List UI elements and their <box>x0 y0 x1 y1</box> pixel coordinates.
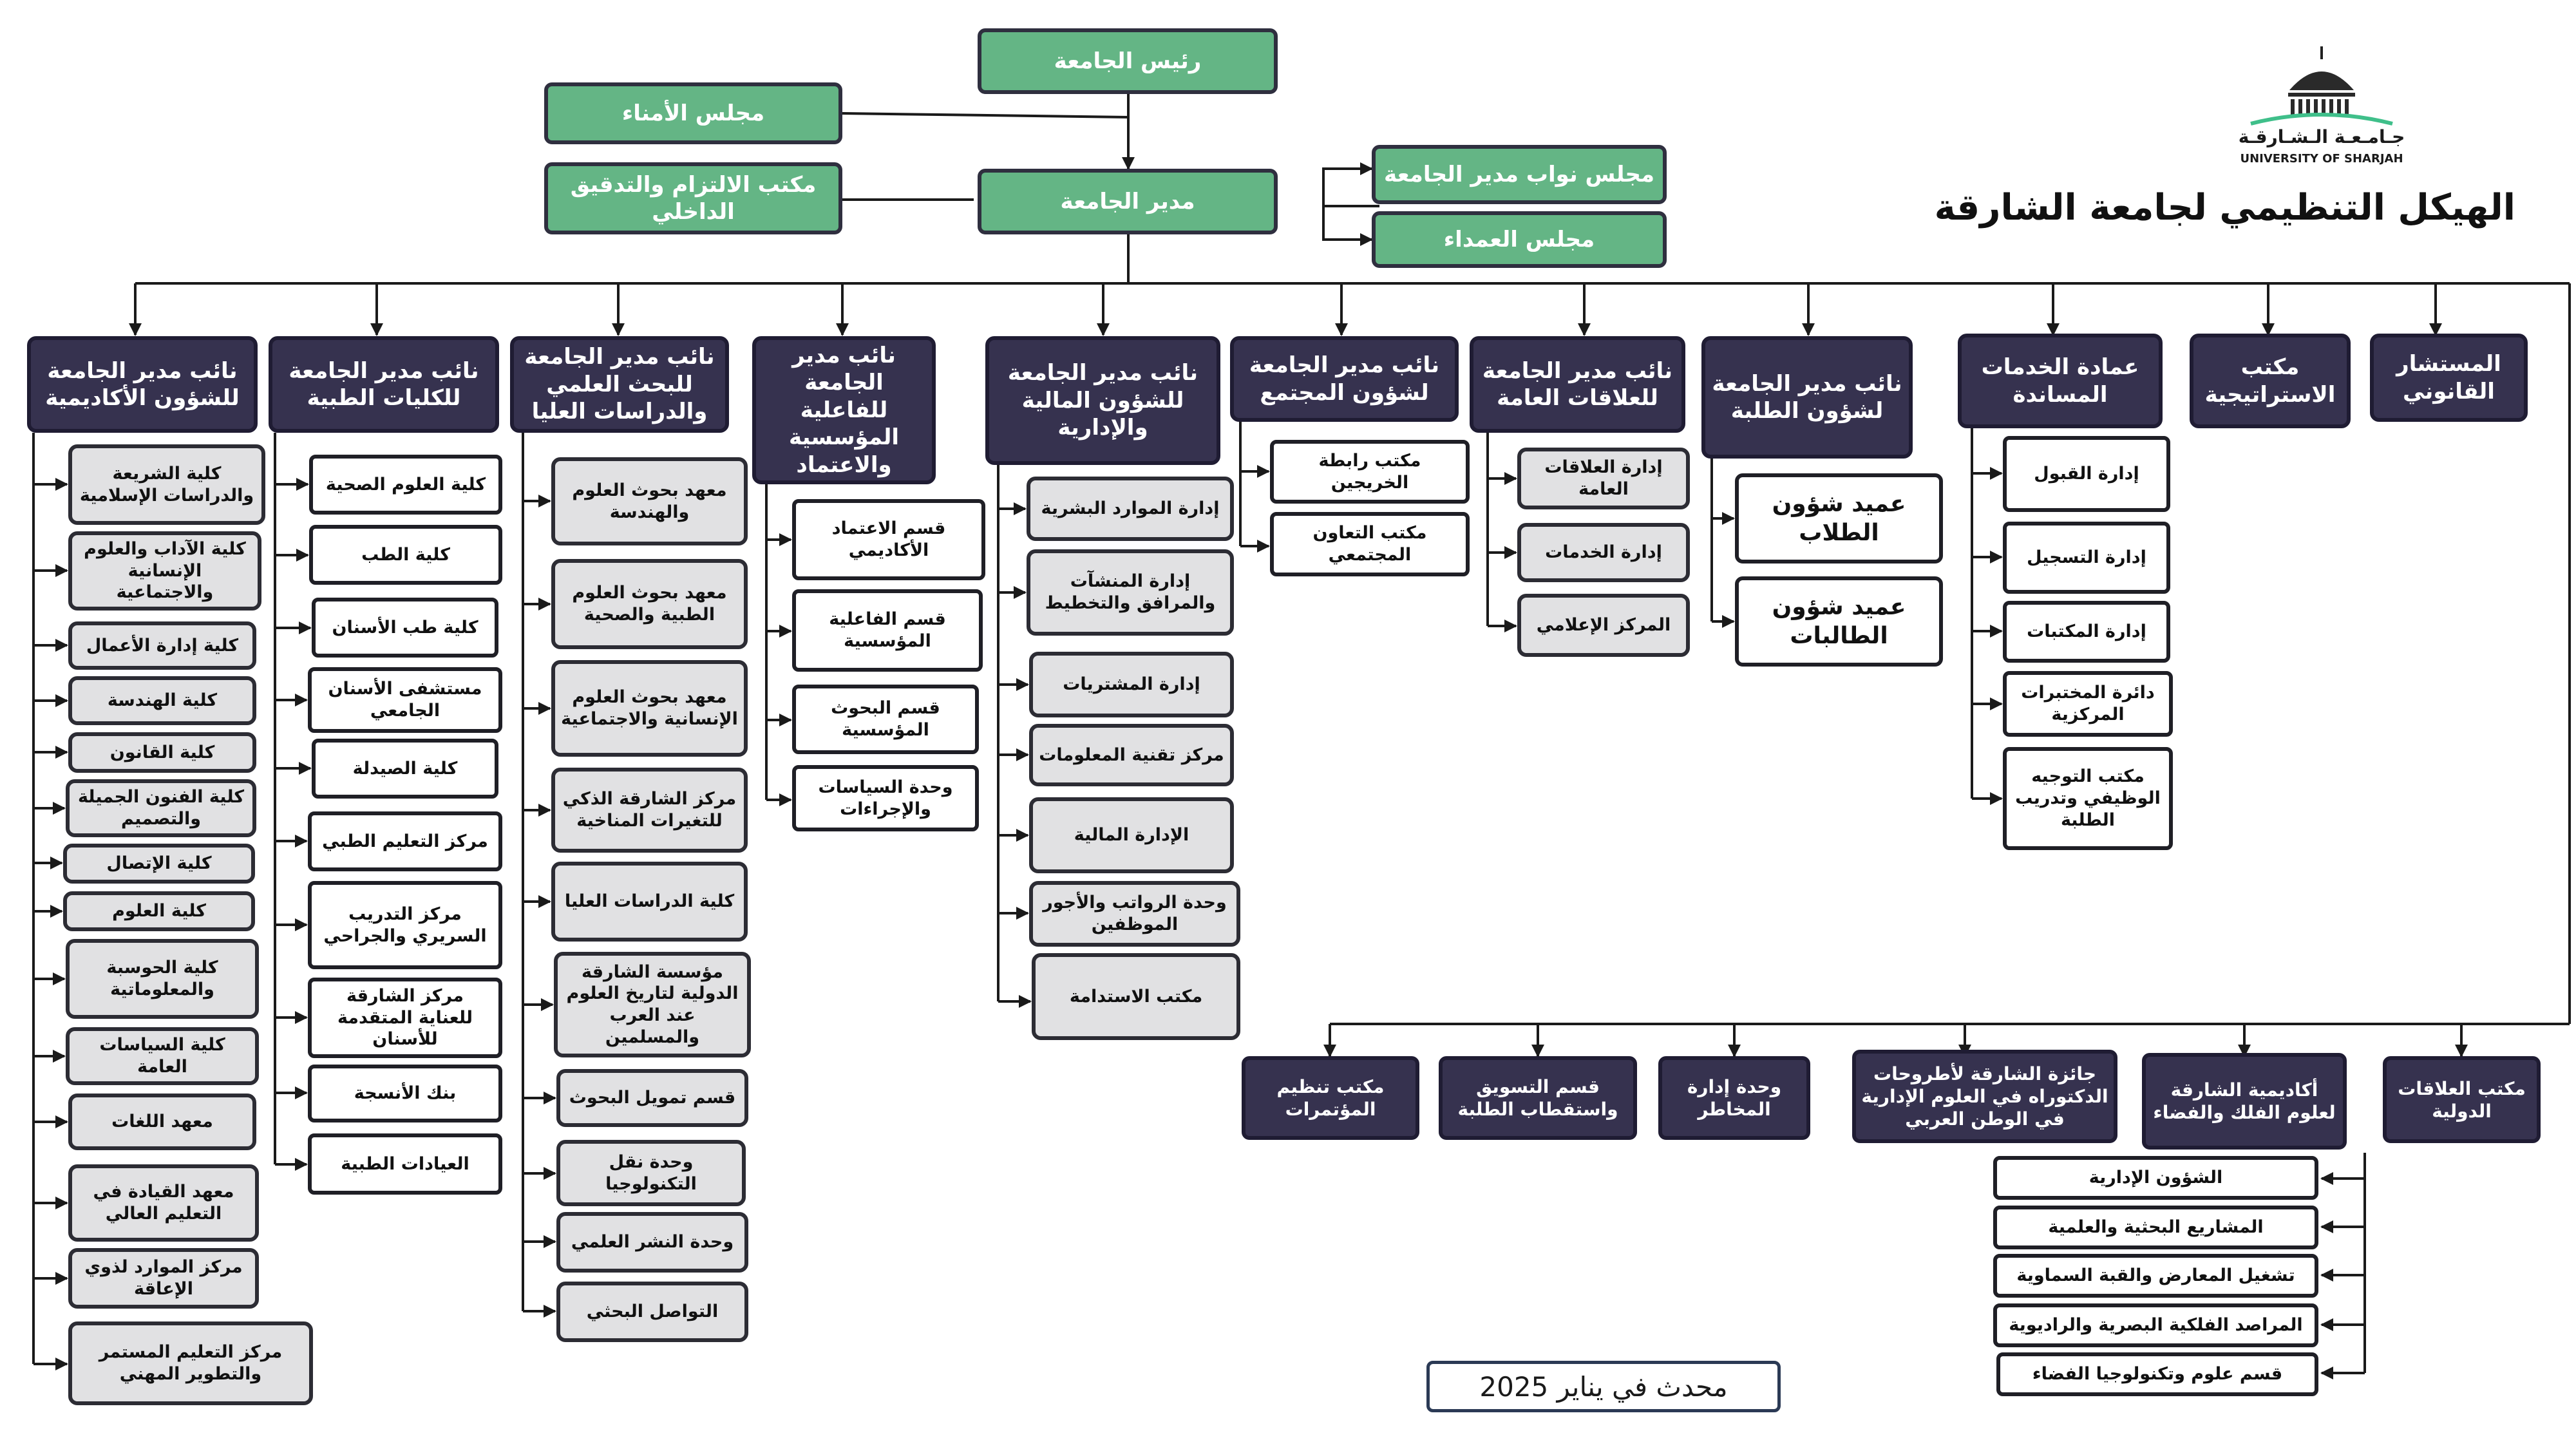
academic-item: مركز التعليم المستمر والتطوير المهني <box>68 1321 313 1405</box>
logo-arabic-name: جـامـعـة الـشـارقـة <box>2238 126 2405 147</box>
president-box: رئيس الجامعة <box>978 28 1278 94</box>
academic-item: معهد اللغات <box>68 1094 256 1150</box>
academic-item: كلية الإتصال <box>63 844 255 884</box>
compliance-office-box: مكتب الالتزام والتدقيق الداخلي <box>544 162 842 234</box>
academy-item: قسم علوم وتكنولوجيا الفضاء <box>1996 1352 2318 1396</box>
finance-item: وحدة الرواتب والأجور الموظفين <box>1029 881 1240 947</box>
academic-item: كلية الآداب والعلوم الإنسانية والاجتماعي… <box>68 531 261 611</box>
dome-logo-icon <box>2250 46 2393 126</box>
finance-item: مركز تقنية المعلومات <box>1029 724 1234 786</box>
university-logo: جـامـعـة الـشـارقـة UNIVERSITY OF SHARJA… <box>2225 44 2418 173</box>
bottom-unit: جائزة الشارقة لأطروحات الدكتوراه في العل… <box>1852 1050 2117 1143</box>
medical-item: بنك الأنسجة <box>308 1065 502 1122</box>
effectiveness-item: قسم الفاعلية المؤسسية <box>792 589 983 672</box>
effectiveness-head: نائب مدير الجامعة للفاعلية المؤسسية والا… <box>752 336 936 484</box>
finance-item: إدارة الموارد البشرية <box>1027 477 1234 541</box>
trustees-box: مجلس الأمناء <box>544 82 842 144</box>
relations-item: إدارة الخدمات <box>1517 523 1690 582</box>
updated-date-label: محدث في يناير 2025 <box>1426 1361 1781 1412</box>
academy-item: تشغيل المعارض والقبة السماوية <box>1993 1254 2318 1298</box>
academic-item: كلية الشريعة والدراسات الإسلامية <box>68 444 265 525</box>
support-item: إدارة القبول <box>2003 436 2170 512</box>
academy-item: الشؤون الإدارية <box>1993 1156 2318 1200</box>
medical-item: كلية الطب <box>309 525 502 585</box>
strategy-office-head: مكتب الاستراتيجية <box>2190 334 2351 428</box>
legal-advisor-head: المستشار القانوني <box>2370 334 2528 422</box>
community-item: مكتب التعاون المجتمعي <box>1270 512 1470 576</box>
academic-item: كلية السياسات العامة <box>66 1027 259 1085</box>
community-head: نائب مدير الجامعة لشؤون المجتمع <box>1230 336 1459 422</box>
public-relations-head: نائب مدير الجامعة للعلاقات العامة <box>1470 336 1685 433</box>
academy-item: المراصد الفلكية البصرية والراديوية <box>1993 1303 2318 1347</box>
bottom-unit: وحدة إدارة المخاطر <box>1658 1056 1810 1140</box>
bottom-unit: أكاديمية الشارقة لعلوم الفلك والفضاء <box>2142 1053 2347 1150</box>
medical-item: كلية طب الأسنان <box>312 598 498 658</box>
academic-item: معهد القيادة في التعليم العالي <box>68 1164 259 1242</box>
finance-item: إدارة المنشآت والمرافق والتخطيط <box>1027 549 1234 636</box>
support-item: مكتب التوجيه الوظيفي وتدريب الطلبة <box>2003 747 2173 850</box>
effectiveness-item: وحدة السياسات والإجراءات <box>792 765 979 831</box>
research-item: قسم تمويل البحوث <box>556 1069 748 1127</box>
medical-item: كلية العلوم الصحية <box>309 455 502 515</box>
academic-item: كلية العلوم <box>63 891 255 931</box>
academy-item: المشاريع البحثية والعلمية <box>1993 1206 2318 1249</box>
chancellor-box: مدير الجامعة <box>978 169 1278 234</box>
research-item: وحدة النشر العلمي <box>556 1212 748 1273</box>
chart-title: الهيكل التنظيمي لجامعة الشارقة <box>1934 187 2515 229</box>
academic-item: كلية الهندسة <box>68 676 256 725</box>
bottom-unit: قسم التسويق واستقطاب الطلبة <box>1439 1056 1637 1140</box>
effectiveness-item: قسم الاعتماد الأكاديمي <box>792 499 985 580</box>
academic-item: كلية الفنون الجميلة والتصميم <box>66 779 256 837</box>
medical-item: كلية الصيدلة <box>312 739 498 799</box>
support-services-head: عمادة الخدمات المساندة <box>1958 334 2163 428</box>
support-item: إدارة التسجيل <box>2003 522 2170 594</box>
medical-item: مركز التدريب السريري والجراحي <box>308 881 502 969</box>
effectiveness-item: قسم البحوث المؤسسية <box>792 685 979 754</box>
student-affairs-head: نائب مدير الجامعة لشؤون الطلبة <box>1701 336 1913 459</box>
support-item: دائرة المختبرات المركزية <box>2003 671 2173 737</box>
medical-item: مركز الشارقة للعناية المتقدمة للأسنان <box>308 978 502 1058</box>
academic-item: كلية إدارة الأعمال <box>68 621 256 670</box>
medical-item: مركز التعليم الطبي <box>308 811 502 871</box>
students-item: عميد شؤون الطالبات <box>1735 576 1943 667</box>
finance-item: مكتب الاستدامة <box>1032 953 1240 1040</box>
medical-colleges-head: نائب مدير الجامعة للكليات الطبية <box>269 336 499 433</box>
research-item: مؤسسة الشارقة الدولية لتاريخ العلوم عند … <box>554 952 751 1057</box>
academic-item: مركز الموارد لذوي الإعاقة <box>68 1248 259 1309</box>
medical-item: العيادات الطبية <box>308 1133 502 1195</box>
students-item: عميد شؤون الطلاب <box>1735 473 1943 564</box>
relations-item: المركز الإعلامي <box>1517 594 1690 657</box>
bottom-unit: مكتب تنظيم المؤتمرات <box>1242 1056 1419 1140</box>
community-item: مكتب رابطة الخريجين <box>1270 440 1470 504</box>
academic-affairs-head: نائب مدير الجامعة للشؤون الأكاديمية <box>27 336 258 433</box>
deans-council-box: مجلس العمداء <box>1372 211 1667 268</box>
research-item: معهد بحوث العلوم والهندسة <box>551 457 748 545</box>
medical-item: مستشفى الأسنان الجامعي <box>308 667 502 733</box>
vice-chancellors-council-box: مجلس نواب مدير الجامعة <box>1372 145 1667 204</box>
research-item: وحدة نقل التكنولوجيا <box>556 1140 746 1206</box>
academic-item: كلية الحوسبة والمعلوماتية <box>66 939 259 1019</box>
finance-head: نائب مدير الجامعة للشؤون المالية والإدار… <box>985 336 1220 465</box>
research-head: نائب مدير الجامعة للبحث العلمي والدراسات… <box>510 336 729 433</box>
research-item: معهد بحوث العلوم الإنسانية والاجتماعية <box>551 660 748 757</box>
research-item: التواصل البحثي <box>556 1282 748 1342</box>
research-item: مركز الشارقة الذكي للتغيرات المناخية <box>551 768 748 853</box>
research-item: كلية الدراسات العليا <box>551 862 748 942</box>
finance-item: إدارة المشتريات <box>1029 652 1234 717</box>
relations-item: إدارة العلاقات العامة <box>1517 448 1690 509</box>
logo-english-name: UNIVERSITY OF SHARJAH <box>2240 152 2403 166</box>
academic-item: كلية القانون <box>68 732 256 773</box>
research-item: معهد بحوث العلوم الطبية والصحية <box>551 559 748 649</box>
bottom-unit: مكتب العلاقات الدولية <box>2383 1056 2541 1143</box>
finance-item: الإدارة المالية <box>1029 797 1234 873</box>
support-item: إدارة المكتبات <box>2003 601 2170 663</box>
